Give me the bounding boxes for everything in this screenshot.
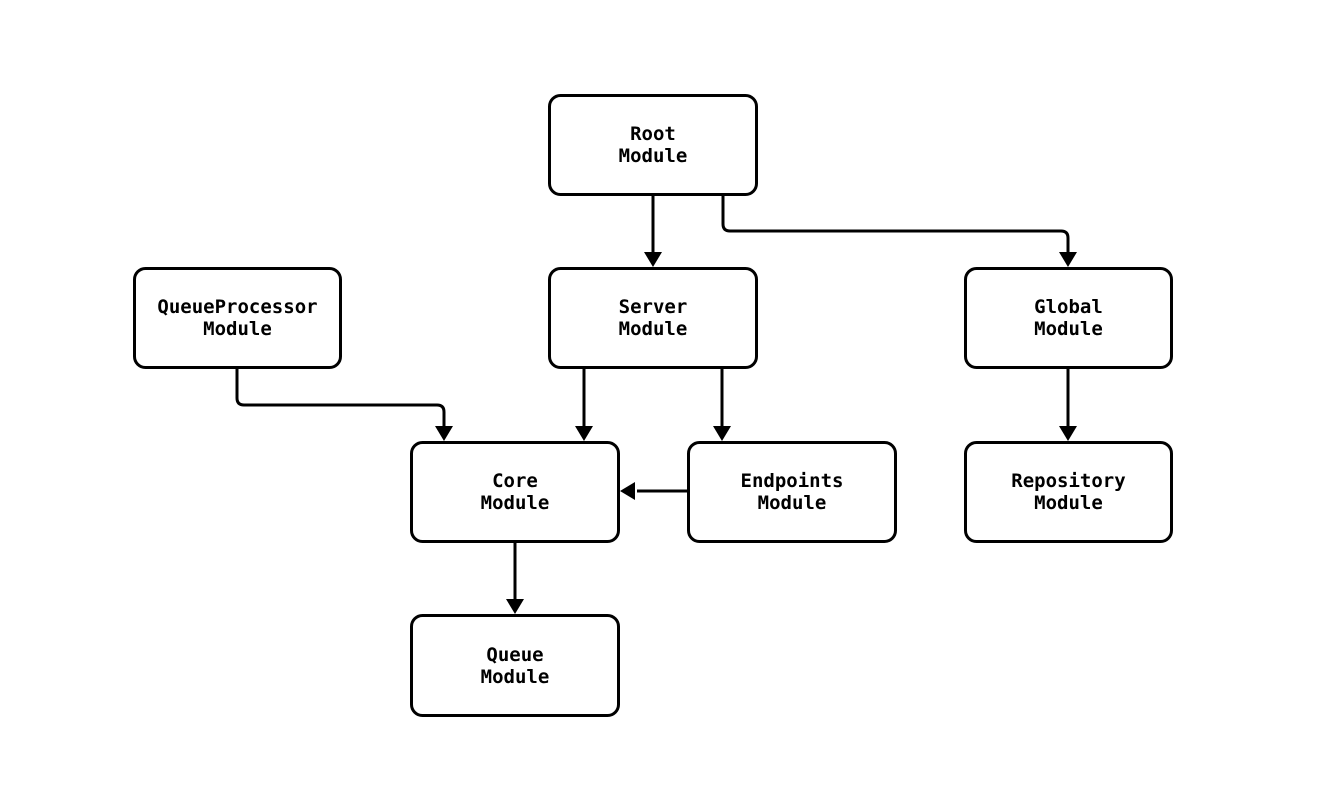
edge-server-to-core bbox=[575, 369, 593, 441]
edge-endpoints-to-core bbox=[620, 482, 687, 500]
arrowhead-icon bbox=[713, 426, 731, 441]
node-box-root[interactable] bbox=[548, 94, 758, 196]
node-box-repository[interactable] bbox=[964, 441, 1173, 543]
edges-layer bbox=[235, 196, 1077, 614]
edge-server-to-endpoints bbox=[713, 369, 731, 441]
node-box-queue[interactable] bbox=[410, 614, 620, 717]
node-box-core[interactable] bbox=[410, 441, 620, 543]
arrowhead-icon bbox=[575, 426, 593, 441]
edge-core-to-queue bbox=[506, 543, 524, 614]
edge-root-to-global bbox=[721, 196, 1077, 267]
arrowhead-icon bbox=[644, 252, 662, 267]
node-box-global[interactable] bbox=[964, 267, 1173, 369]
edge-line bbox=[235, 369, 446, 434]
arrowhead-icon bbox=[620, 482, 635, 500]
node-box-server[interactable] bbox=[548, 267, 758, 369]
nodes-layer bbox=[133, 94, 1173, 717]
arrowhead-icon bbox=[435, 426, 453, 441]
node-box-queueprocessor[interactable] bbox=[133, 267, 342, 369]
arrowhead-icon bbox=[1059, 426, 1077, 441]
edge-line bbox=[721, 196, 1070, 260]
edge-queueprocessor-to-core bbox=[235, 369, 453, 441]
node-box-endpoints[interactable] bbox=[687, 441, 897, 543]
edge-root-to-server bbox=[644, 196, 662, 267]
edge-global-to-repository bbox=[1059, 369, 1077, 441]
arrowhead-icon bbox=[506, 599, 524, 614]
arrowhead-icon bbox=[1059, 252, 1077, 267]
